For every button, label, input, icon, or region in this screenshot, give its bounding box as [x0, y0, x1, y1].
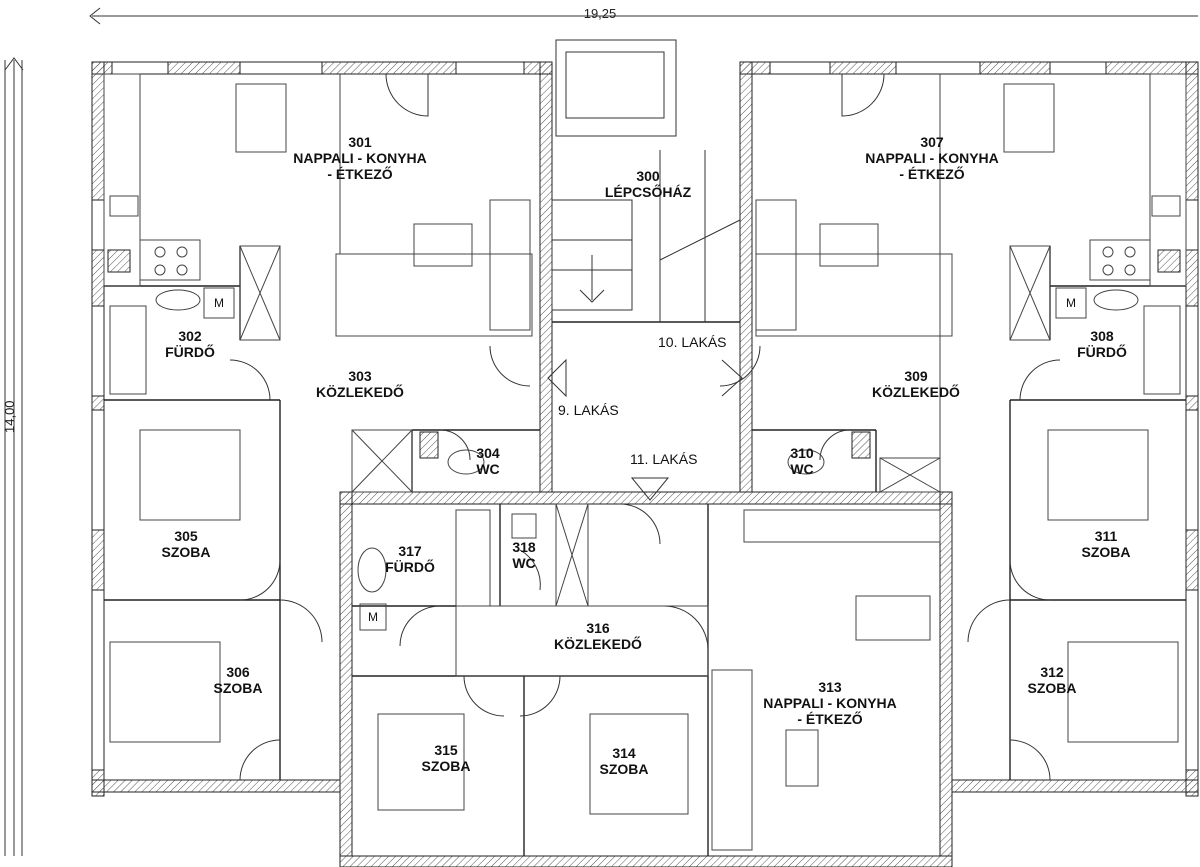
apartment-10-label: 10. LAKÁS: [658, 334, 727, 350]
windows: [91, 61, 1199, 771]
meter-317: M: [368, 610, 378, 624]
apartment-11-label: 11. LAKÁS: [630, 451, 698, 467]
stair-symbol: [547, 39, 743, 501]
furniture: [103, 73, 1187, 851]
height-dimension: 14,00: [2, 400, 17, 433]
dimension-lines: [4, 7, 1198, 856]
meter-308: M: [1066, 296, 1076, 310]
meter-302: M: [214, 296, 224, 310]
width-dimension: 19,25: [583, 6, 617, 21]
doors: [229, 73, 1061, 781]
shafts: [107, 249, 1181, 459]
apartment-9-label: 9. LAKÁS: [558, 402, 619, 418]
